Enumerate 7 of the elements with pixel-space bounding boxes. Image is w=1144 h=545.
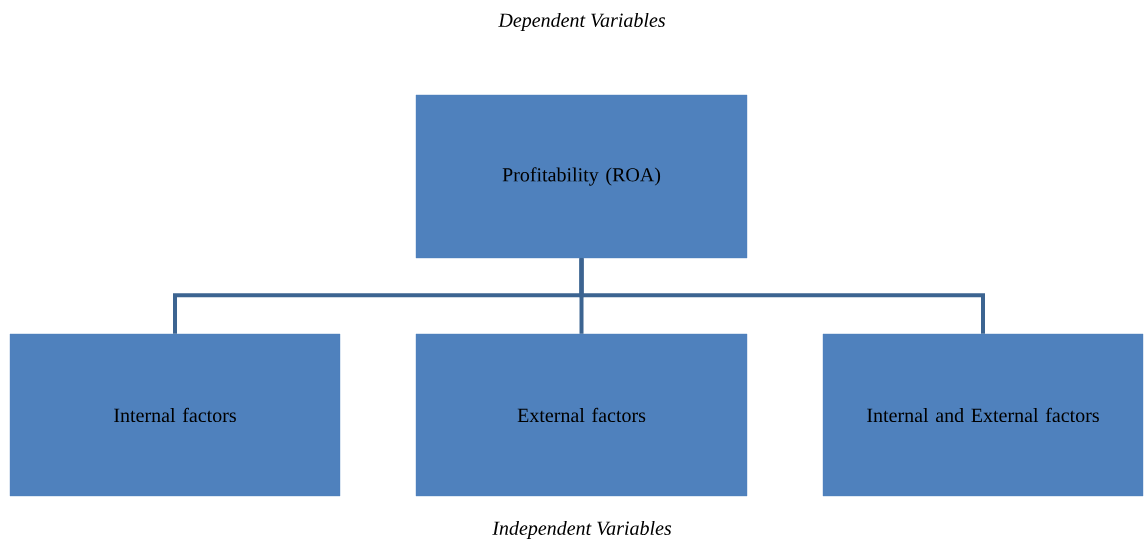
heading: Dependent Variables — [498, 12, 666, 32]
factor-box: External factors — [415, 333, 748, 497]
connector — [579, 258, 985, 334]
factor-box: Profitability (ROA) — [415, 94, 748, 259]
caption: Independent Variables — [492, 520, 672, 540]
factor-box: Internal factors — [9, 333, 341, 497]
factor-box: Internal and External factors — [822, 333, 1144, 497]
